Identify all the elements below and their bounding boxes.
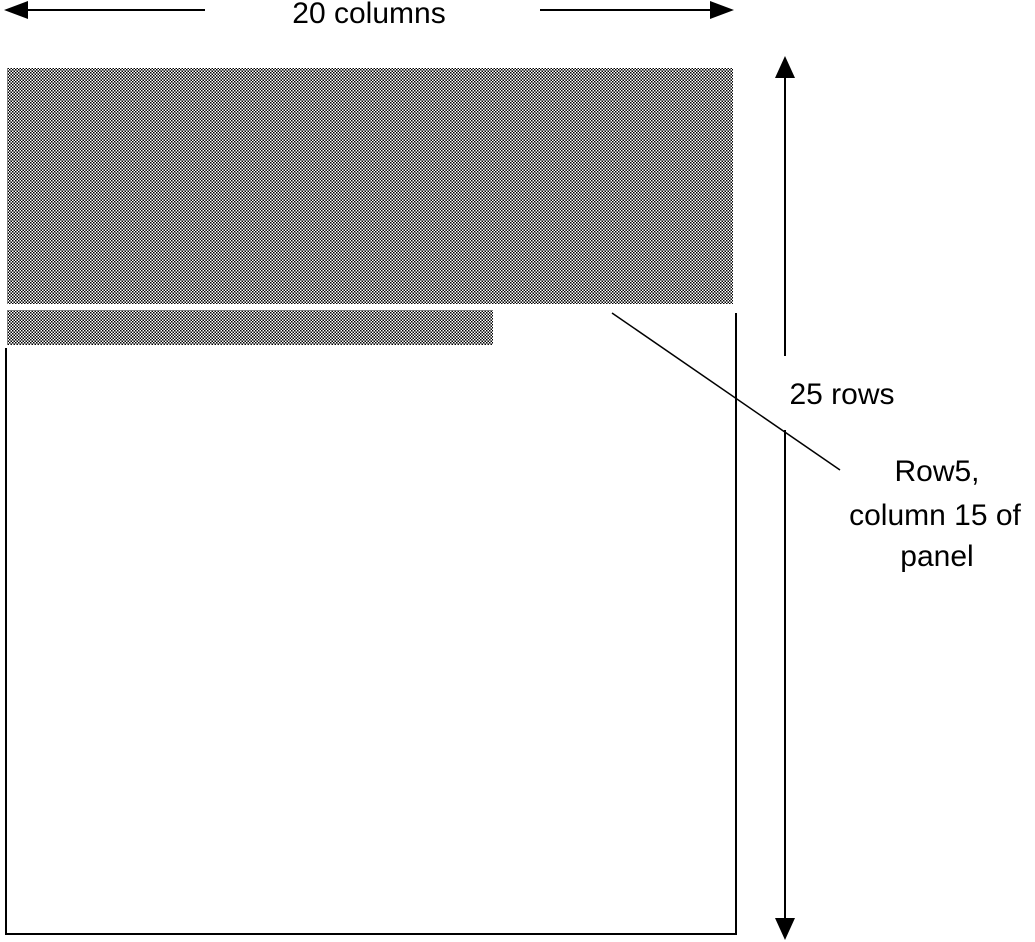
width-arrow-left-head <box>4 1 28 19</box>
panel-outline <box>5 313 737 935</box>
callout-line-3: panel <box>900 540 973 573</box>
callout-leader-line <box>611 312 841 471</box>
height-arrow-top-head <box>775 56 795 78</box>
callout: Row5, column 15 of panel <box>611 312 1022 573</box>
height-arrow-bottom-head <box>775 918 795 940</box>
width-arrow-right-head <box>710 1 734 19</box>
partial-row-region <box>7 310 493 345</box>
height-label: 25 rows <box>789 378 894 411</box>
width-label: 20 columns <box>292 0 445 30</box>
filled-rows-region <box>7 68 733 304</box>
width-dimension: 20 columns <box>4 0 734 30</box>
callout-line-2: column 15 of <box>849 499 1021 532</box>
callout-line-1: Row5, <box>894 455 979 488</box>
height-dimension: 25 rows <box>775 56 895 940</box>
